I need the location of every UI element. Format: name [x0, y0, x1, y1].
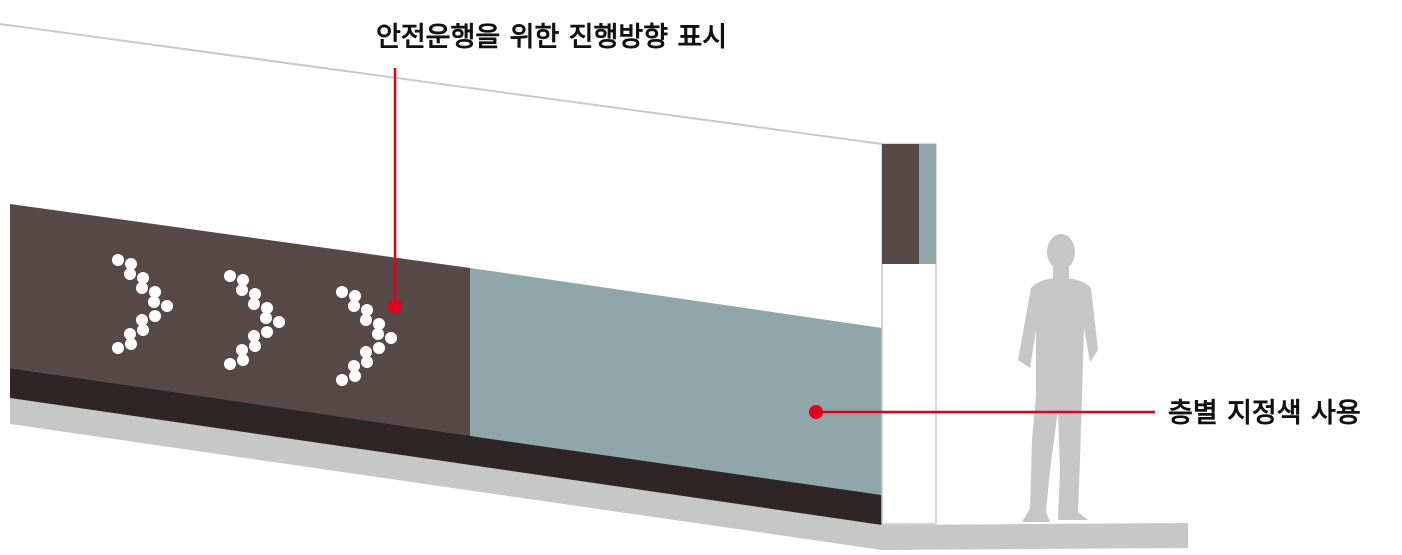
arrow-dot [224, 358, 236, 370]
arrow-dot [137, 272, 149, 284]
arrow-dot [224, 270, 236, 282]
floor-color-callout-label: 층별 지정색 사용 [1168, 398, 1361, 429]
arrow-dot [161, 300, 173, 312]
arrow-dot [125, 338, 137, 350]
arrow-dot [125, 258, 137, 270]
arrow-dot [124, 268, 136, 280]
pillar-dark-stripe [882, 144, 919, 264]
direction-callout-dot [388, 299, 402, 313]
arrow-dot [249, 340, 261, 352]
arrow-dot [249, 288, 261, 300]
arrow-dot [360, 346, 372, 358]
arrow-dot [385, 332, 397, 344]
arrow-dot [248, 330, 260, 342]
arrow-dot [361, 304, 373, 316]
wall-shadow-band [10, 368, 882, 525]
pillar-accent-stripe [919, 144, 936, 264]
chevron-right-dots-icon [112, 254, 173, 354]
arrow-dot [124, 328, 136, 340]
wall-top-edge [0, 23, 883, 145]
arrow-dot [373, 318, 385, 330]
arrow-dot [348, 300, 360, 312]
direction-arrows [112, 254, 397, 386]
arrow-dot [349, 370, 361, 382]
arrow-dot [236, 344, 248, 356]
arrow-dot [361, 356, 373, 368]
chevron-right-dots-icon [336, 286, 397, 386]
floor-color-callout-dot [809, 405, 823, 419]
ramp-floor [10, 398, 1188, 550]
arrow-dot [149, 310, 161, 322]
arrow-dot [348, 360, 360, 372]
arrow-dot [148, 296, 160, 308]
arrow-dot [112, 342, 124, 354]
arrow-dot [273, 316, 285, 328]
chevron-right-dots-icon [224, 270, 285, 370]
arrow-dot [236, 284, 248, 296]
arrow-dot [149, 286, 161, 298]
arrow-dot [373, 342, 385, 354]
arrow-dot [372, 328, 384, 340]
arrow-dot [237, 354, 249, 366]
arrow-dot [336, 286, 348, 298]
arrow-dot [137, 324, 149, 336]
floor-color-band [470, 268, 882, 495]
arrow-dot [248, 298, 260, 310]
direction-callout-label: 안전운행을 위한 진행방향 표시 [376, 22, 728, 53]
arrow-dot [360, 314, 372, 326]
arrow-dot [237, 274, 249, 286]
arrow-dot [112, 254, 124, 266]
arrow-dot [261, 302, 273, 314]
arrow-dot [349, 290, 361, 302]
arrow-dot [136, 314, 148, 326]
arrow-dot [261, 326, 273, 338]
arrow-dot [136, 282, 148, 294]
arrow-dot [260, 312, 272, 324]
person-silhouette-icon [1018, 234, 1098, 522]
arrow-dot [336, 374, 348, 386]
